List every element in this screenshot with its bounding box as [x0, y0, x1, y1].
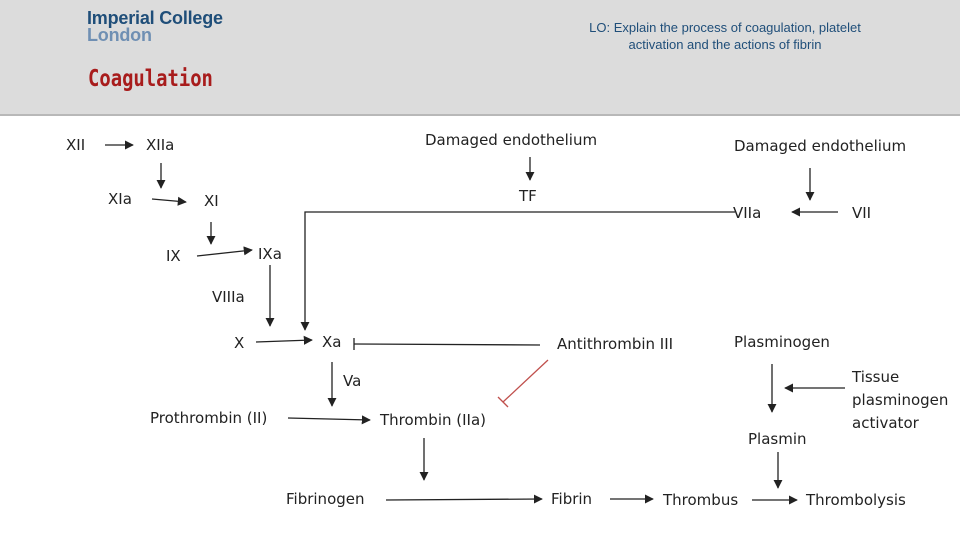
node-plasminogen: Plasminogen [734, 333, 830, 351]
arrow-x-to-xa [255, 335, 313, 345]
learning-objective: LO: Explain the process of coagulation, … [560, 19, 890, 53]
logo-imperial-college: Imperial College [87, 8, 223, 28]
node-tpa-line2: plasminogen [852, 391, 948, 409]
inhibition-antithrombin-to-thrombin [502, 359, 549, 403]
arrow-xia-to-xi [151, 196, 187, 206]
arrow-tf-viia-to-xa [300, 211, 735, 331]
node-ixa: IXa [258, 245, 282, 263]
node-tf: TF [518, 187, 537, 205]
node-vii: VII [852, 204, 871, 222]
arrow-fibrinogen-to-fibrin [385, 494, 543, 504]
node-xia: XIa [108, 190, 132, 208]
logo-london: London [87, 25, 152, 45]
node-tpa-line1: Tissue [851, 368, 899, 386]
tbar-thrombin-inhibition [497, 396, 509, 408]
node-fibrinogen: Fibrinogen [286, 490, 365, 508]
node-tpa-line3: activator [852, 414, 920, 432]
node-thrombolysis: Thrombolysis [805, 491, 906, 509]
node-plasmin: Plasmin [748, 430, 807, 448]
node-damaged-endothelium-right: Damaged endothelium [734, 137, 906, 155]
learning-objective-line1: LO: Explain the process of coagulation, … [589, 20, 861, 35]
node-va: Va [343, 372, 361, 390]
node-xi: XI [204, 192, 219, 210]
header-bar: Imperial College London LO: Explain the … [0, 0, 960, 116]
node-x: X [234, 334, 244, 352]
node-thrombus: Thrombus [662, 491, 738, 509]
node-damaged-endothelium-left: Damaged endothelium [425, 131, 597, 149]
node-xii: XII [66, 136, 85, 154]
node-xa: Xa [322, 333, 341, 351]
page-title: Coagulation [88, 66, 213, 92]
node-antithrombin-iii: Antithrombin III [557, 335, 673, 353]
node-viiia: VIIIa [212, 288, 245, 306]
line-xa-to-antithrombin [353, 343, 541, 346]
node-viia: VIIa [733, 204, 761, 222]
arrow-ix-to-ixa [196, 246, 253, 257]
node-thrombin: Thrombin (IIa) [379, 411, 486, 429]
node-fibrin: Fibrin [551, 490, 592, 508]
node-ix: IX [166, 247, 181, 265]
arrow-prothrombin-to-thrombin [287, 415, 371, 425]
learning-objective-line2: activation and the actions of fibrin [628, 37, 822, 52]
node-xiia: XIIa [146, 136, 174, 154]
node-prothrombin: Prothrombin (II) [150, 409, 267, 427]
